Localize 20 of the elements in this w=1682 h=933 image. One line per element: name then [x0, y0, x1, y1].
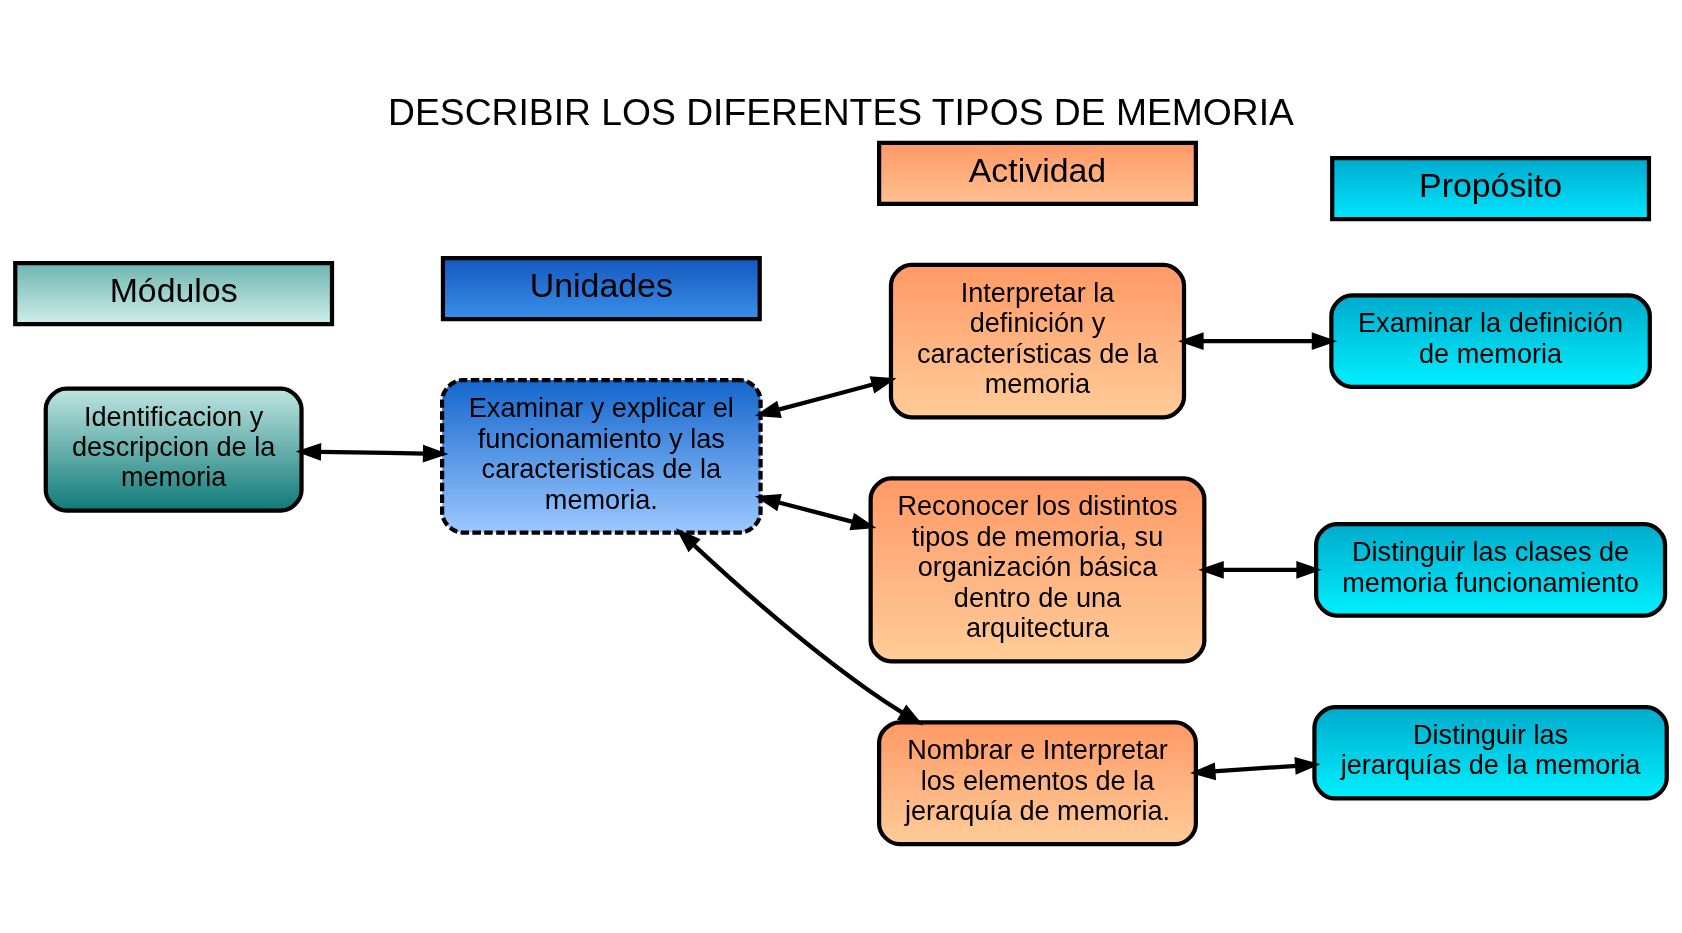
node-box: Propósito [1330, 156, 1652, 222]
arrow [676, 528, 924, 726]
node-box: Módulos [13, 261, 335, 327]
node-box: Nombrar e Interpretar los elementos de la jerarquía de memoria. [877, 720, 1198, 847]
arrow [754, 376, 897, 418]
arrow [1178, 332, 1338, 351]
node-box: Reconocer los distintos tipos de memoria, su organización básica dentro de una arquitectura [868, 476, 1207, 664]
node-box: Distinguir las clases de memoria funcionamiento [1314, 521, 1668, 618]
node-box: Examinar la definición de memoria [1329, 293, 1652, 389]
arrow [1198, 560, 1322, 579]
node-box: Examinar y explicar el funcionamiento y las caracteristicas de la memoria. [440, 378, 763, 535]
arrow [295, 442, 449, 463]
arrow [1190, 757, 1321, 781]
node-box: Interpretar la definición y características de la memoria [888, 262, 1187, 420]
node-box: Distinguir las jerarquías de la memoria [1312, 704, 1669, 801]
node-box: Actividad [877, 140, 1198, 207]
node-box: Unidades [440, 256, 762, 322]
arrow [754, 494, 877, 531]
diagram-title: DESCRIBIR LOS DIFERENTES TIPOS DE MEMORIA [388, 91, 1294, 134]
node-box: Identificacion y descripcion de la memoria [43, 386, 304, 513]
